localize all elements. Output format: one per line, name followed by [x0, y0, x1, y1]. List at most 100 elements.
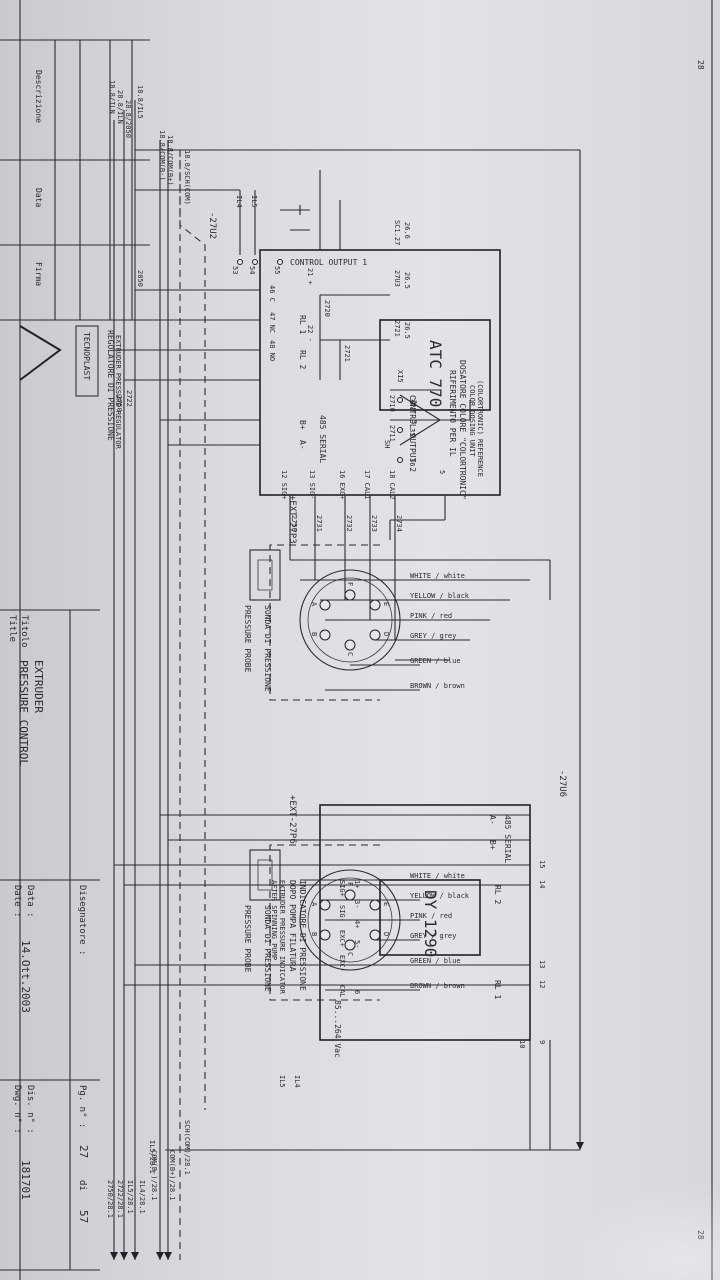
u6-serial: 485 SERIAL: [503, 815, 512, 863]
u2-wire-2731: 2731: [315, 515, 323, 532]
u2-relay-pin-nc: 47 NC: [268, 312, 276, 333]
signal-sources-top: 18.8/ILN 28.8/ILN 28.8/2050 18.8/COM(B-)…: [108, 80, 191, 205]
u2-serial-aminus: A-: [298, 440, 307, 450]
connector-2-tag: +EXT-27P6: [287, 795, 297, 844]
conn2-pin-c: C: [346, 952, 354, 956]
conn1-pin-f: F: [346, 582, 354, 586]
wire-2720: 2720: [323, 300, 331, 317]
sig-right-1: IL4/28.1: [138, 1180, 146, 1214]
color1-white: WHITE / white: [410, 572, 465, 580]
sig-top-2: 28.8/ILN: [116, 90, 124, 124]
ctrl-pin-22: 22 -: [306, 325, 314, 342]
sig-top-6: 18.8/SCH(COM): [183, 150, 191, 205]
color1-pink: PINK / red: [410, 612, 452, 620]
terminal-35: 35: [408, 428, 416, 436]
disegnatore-label: Disegnatore :: [77, 885, 87, 955]
terminal-36: 36: [408, 458, 416, 466]
u6-label-sig-minus: SIG-: [338, 905, 346, 922]
u6-serial-aminus: A-: [488, 815, 497, 825]
u2-wire-2732: 2732: [345, 515, 353, 532]
u6-supply: 85...264 Vac: [333, 1000, 342, 1058]
conn2-pin-d: D: [382, 932, 390, 936]
sc-label-2: 26.6: [403, 222, 411, 239]
sc-label-4: 26.5: [403, 272, 411, 289]
pg-value: 27: [77, 1145, 90, 1158]
pressure-probe-2: SONDA DI PRESSIONE PRESSURE PROBE: [243, 849, 281, 992]
color2-white: WHITE / white: [410, 872, 465, 880]
color2-brown: BROWN / brown: [410, 982, 465, 990]
sig-right-5: COM(B-)/28.1: [150, 1150, 158, 1201]
conn2-pin-b: B: [310, 932, 318, 936]
u6-name: DY 1290: [421, 890, 440, 957]
u6-pin-12: 12: [538, 980, 546, 988]
pressure-probe-1: SONDA DI PRESSIONE PRESSURE PROBE: [243, 549, 281, 692]
u2-ctrl-out2: CONTROL OUTPUT 2: [408, 395, 417, 472]
sig-right-6: COM(B+)/28.1: [168, 1150, 176, 1201]
ground-symbols: [280, 205, 310, 231]
terminal-sh: SH: [383, 440, 391, 448]
u2-pin-53: 53: [231, 266, 239, 274]
sig-top-3: 28.8/2050: [124, 100, 132, 138]
u6-top-wiring: [114, 814, 551, 1150]
conn1-pin-b: B: [310, 632, 318, 636]
regulator-label-en: EXTRUDER PRESSURE REGULATOR: [114, 335, 122, 450]
u2-ctrl-out1: CONTROL OUTPUT 1: [290, 258, 367, 267]
sc-label-6: 26.5: [403, 322, 411, 339]
u6-pin-9: 9: [538, 1040, 546, 1044]
date-value: 14.Ott.2003: [19, 940, 32, 1013]
ctrl-pin-3: 3 -: [410, 420, 418, 433]
conn2-pin-a: A: [310, 902, 318, 907]
wire-label-2750: 2750: [115, 395, 123, 412]
sig-right-2: IL5/28.1: [126, 1180, 134, 1214]
colorant-line1: RIFERIMENTO PER IL: [448, 370, 457, 457]
u6-pin-6: 6: [353, 990, 361, 994]
conn1-pin-a: A: [310, 602, 318, 607]
ctrl-pin-2: 2 +: [410, 400, 418, 413]
sig-top-5: 18.8/COM(B+): [166, 135, 174, 186]
shield-conn2: [269, 844, 380, 1001]
u2-wire-2733: 2733: [370, 515, 378, 532]
sig-top-4: 18.8/COM(B-): [158, 130, 166, 181]
wire-label-il5-b: IL5: [278, 1075, 286, 1088]
sheet-right-tag: 28: [696, 1230, 705, 1240]
probe1-label-it: SONDA DI PRESSIONE: [263, 605, 272, 692]
signal-buses: [113, 100, 181, 1260]
u6-outer-box: [319, 804, 531, 1041]
signal-targets-right: IL4/28.1 IL5/28.1 2722/28.1 2750/28.1 CO…: [106, 1120, 191, 1218]
connector-1-tag: +EXT-27P3: [287, 495, 297, 544]
u2-pin-5: 5: [438, 470, 446, 474]
u6-left-pins: 1+ 3- 4+ 5- 6 SIG+ SIG- EXC+ EXC- CAL: [338, 880, 361, 998]
u2-pin-13: 13 SIG-: [308, 470, 316, 500]
u6-pin-13: 13: [538, 960, 546, 968]
u6-display-box: [379, 879, 481, 956]
wire-label-2722: 2722: [125, 390, 133, 407]
dis-label: Dis. n° :: [25, 1085, 35, 1134]
u6-serial-bplus: B+: [488, 840, 497, 850]
colorant-line3: COLOR DOSING UNIT: [468, 385, 476, 457]
wire-2721: 2721: [343, 345, 351, 362]
conn2-pin-f: F: [346, 882, 354, 886]
u6-label-exc-minus: EXC-: [338, 955, 346, 972]
shield-dash: [179, 160, 206, 1110]
sig-right-7: SCH(COM)/28.1: [183, 1120, 191, 1175]
u6-pin-14: 14: [538, 880, 546, 888]
shield-conn1: [269, 544, 380, 701]
u2-name: ATC 770: [426, 340, 445, 407]
u2-serial-bplus: B+: [298, 420, 307, 430]
indicator-line1: INDICATORE DI PRESSIONE: [298, 880, 307, 991]
probe2-label-en: PRESSURE PROBE: [243, 905, 252, 973]
dwg-label: Dwg. n° :: [12, 1085, 22, 1134]
u2-left-pins: 53 54 55: [231, 259, 283, 274]
dwg-value: 181701: [19, 1160, 32, 1200]
sheet-left-tag: 28: [696, 60, 705, 70]
ctrl-pin-21: 21 +: [306, 268, 314, 285]
regulator-label-it: REGOLATORE DI PRESSIONE: [106, 330, 115, 441]
u2-bottom-pins: 12 SIG+ 13 SIG- 16 EXC+ 17 CAL1 18 CAL2 …: [280, 470, 446, 560]
titolo-label: Titolo: [19, 615, 29, 648]
color2-pink: PINK / red: [410, 912, 452, 920]
indicator-line3: EXTRUDER PRESSURE INDICATOR: [278, 880, 286, 995]
color2-yellow: YELLOW / black: [410, 892, 470, 900]
